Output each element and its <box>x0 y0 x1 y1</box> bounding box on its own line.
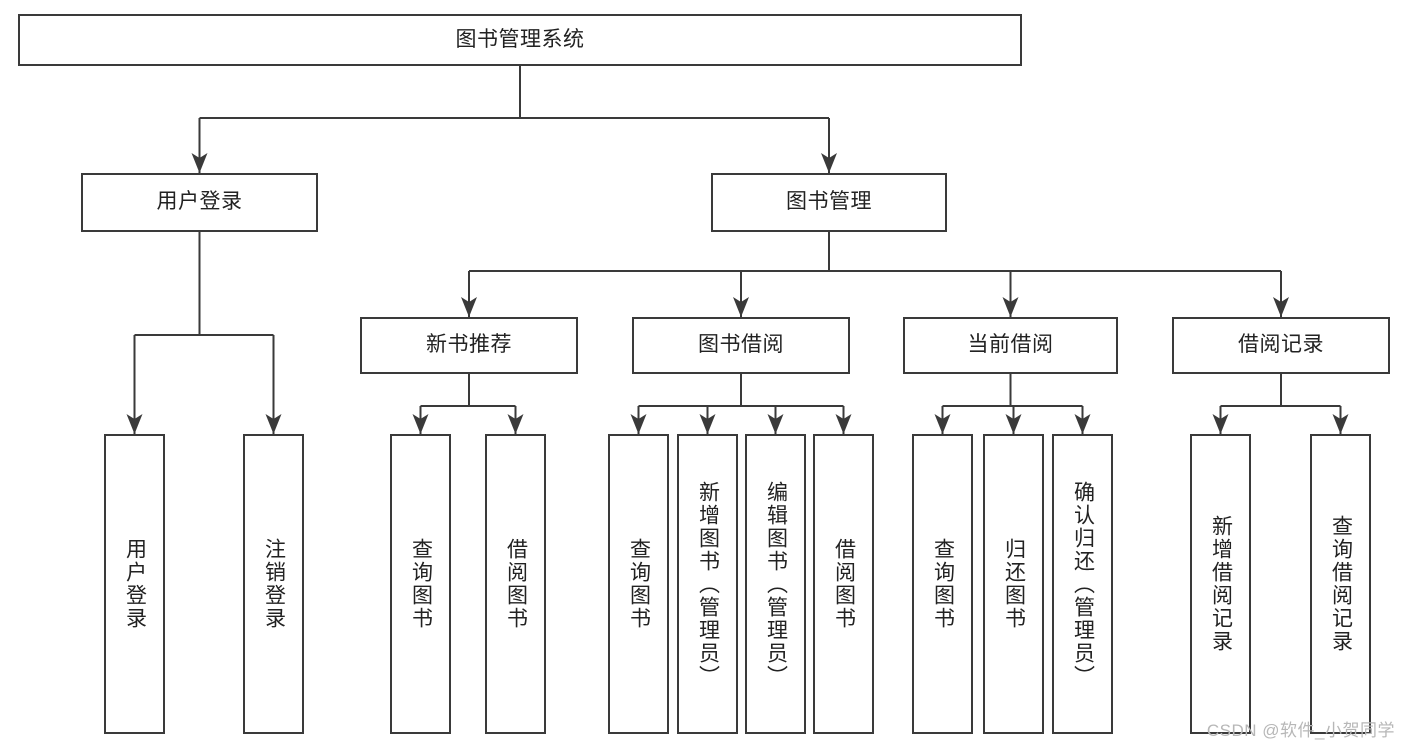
arrow-head-icon-newbooks <box>461 297 477 317</box>
node-login[interactable]: 用户登录 <box>81 173 318 232</box>
arrow-head-icon-leaf-borrow-3 <box>767 414 784 434</box>
node-label: 用户登录 <box>156 190 243 214</box>
node-root[interactable]: 图书管理系统 <box>18 14 1022 66</box>
node-label: 用户登录 <box>123 538 147 630</box>
node-bookmgmt[interactable]: 图书管理 <box>711 173 947 232</box>
node-leaf-rec-2[interactable]: 查询借阅记录 <box>1310 434 1371 734</box>
arrow-head-icon-leaf-borrow-2 <box>699 414 716 434</box>
node-label: 图书借阅 <box>698 333 784 357</box>
node-label: 编辑图书（管理员） <box>764 480 788 688</box>
arrow-head-icon-current <box>1002 297 1019 317</box>
node-leaf-new-2[interactable]: 借阅图书 <box>485 434 546 734</box>
node-label: 图书管理系统 <box>455 27 585 51</box>
arrow-head-icon-leaf-cur-3 <box>1074 414 1091 434</box>
node-leaf-cur-2[interactable]: 归还图书 <box>983 434 1044 734</box>
arrow-head-icon-borrow <box>733 297 749 317</box>
arrow-head-icon-leaf-borrow-1 <box>630 414 647 434</box>
node-label: 查询借阅记录 <box>1329 515 1353 653</box>
node-leaf-borrow-3[interactable]: 编辑图书（管理员） <box>745 434 806 734</box>
node-label: 归还图书 <box>1002 538 1026 630</box>
node-label: 新书推荐 <box>426 333 512 357</box>
node-label: 新增图书（管理员） <box>696 480 720 688</box>
arrow-head-icon-leaf-cur-1 <box>934 414 951 434</box>
node-leaf-cur-1[interactable]: 查询图书 <box>912 434 973 734</box>
arrow-head-icon-records <box>1273 297 1289 317</box>
node-label: 查询图书 <box>931 538 955 630</box>
node-label: 图书管理 <box>786 190 872 214</box>
arrow-head-icon-leaf-rec-1 <box>1212 414 1229 434</box>
arrow-head-icon-leaf-login-1 <box>126 414 143 434</box>
node-label: 注销登录 <box>262 538 286 630</box>
arrow-head-icon-leaf-borrow-4 <box>835 414 852 434</box>
node-label: 借阅图书 <box>504 538 528 630</box>
arrow-head-icon-bookmgmt <box>821 153 837 173</box>
node-label: 新增借阅记录 <box>1209 515 1233 653</box>
node-leaf-borrow-1[interactable]: 查询图书 <box>608 434 669 734</box>
node-label: 查询图书 <box>627 538 651 630</box>
arrow-head-icon-leaf-login-2 <box>265 414 282 434</box>
node-leaf-cur-3[interactable]: 确认归还（管理员） <box>1052 434 1113 734</box>
node-leaf-login-2[interactable]: 注销登录 <box>243 434 304 734</box>
arrow-head-icon-leaf-new-2 <box>507 414 524 434</box>
node-records[interactable]: 借阅记录 <box>1172 317 1390 374</box>
node-borrow[interactable]: 图书借阅 <box>632 317 850 374</box>
node-leaf-new-1[interactable]: 查询图书 <box>390 434 451 734</box>
node-label: 当前借阅 <box>967 333 1054 357</box>
node-leaf-login-1[interactable]: 用户登录 <box>104 434 165 734</box>
node-leaf-rec-1[interactable]: 新增借阅记录 <box>1190 434 1251 734</box>
node-current[interactable]: 当前借阅 <box>903 317 1118 374</box>
arrow-head-icon-login <box>191 153 208 173</box>
arrow-head-icon-leaf-rec-2 <box>1332 414 1349 434</box>
node-label: 借阅记录 <box>1238 333 1324 357</box>
node-label: 查询图书 <box>409 538 433 630</box>
arrow-head-icon-leaf-cur-2 <box>1005 414 1022 434</box>
node-label: 确认归还（管理员） <box>1071 480 1095 688</box>
arrow-head-icon-leaf-new-1 <box>412 414 429 434</box>
node-leaf-borrow-2[interactable]: 新增图书（管理员） <box>677 434 738 734</box>
node-newbooks[interactable]: 新书推荐 <box>360 317 578 374</box>
node-label: 借阅图书 <box>832 538 856 630</box>
node-leaf-borrow-4[interactable]: 借阅图书 <box>813 434 874 734</box>
